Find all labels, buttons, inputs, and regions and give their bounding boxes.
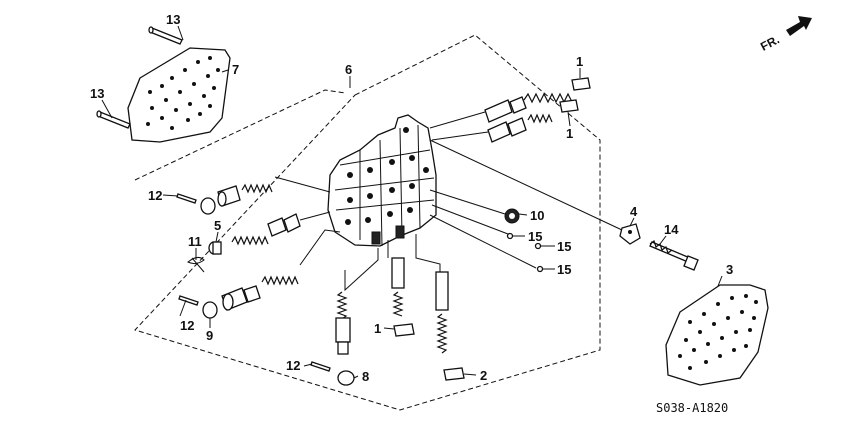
callout-1-upper-b: 1 bbox=[566, 126, 573, 141]
pin-13-upper bbox=[148, 26, 183, 45]
lower-spool-stack-left bbox=[335, 248, 379, 386]
callout-9: 9 bbox=[206, 328, 213, 343]
clip-1-b bbox=[559, 99, 579, 113]
callout-14: 14 bbox=[664, 222, 679, 237]
assembly-boundary bbox=[134, 34, 601, 411]
callout-10: 10 bbox=[530, 208, 544, 223]
drawing-code: S038-A1820 bbox=[656, 401, 728, 415]
clip-1-c bbox=[393, 323, 415, 337]
callout-12-lower: 12 bbox=[286, 358, 300, 373]
bracket-4 bbox=[619, 223, 641, 245]
washer-15-b bbox=[534, 242, 542, 250]
pin-13-lower bbox=[96, 110, 131, 129]
spool-upper-right-a bbox=[484, 92, 573, 123]
spring-pin-12-bottom bbox=[310, 361, 331, 372]
clip-2 bbox=[443, 367, 465, 381]
spool-left-lower bbox=[202, 275, 299, 319]
callout-3: 3 bbox=[726, 262, 733, 277]
callout-15-b: 15 bbox=[557, 239, 571, 254]
separator-plate-3 bbox=[665, 284, 769, 386]
spring-pin-12-upper bbox=[176, 193, 197, 204]
plug-5 bbox=[208, 241, 222, 255]
callout-1-upper-a: 1 bbox=[576, 54, 583, 69]
main-valve-body bbox=[327, 114, 437, 247]
callout-7: 7 bbox=[232, 62, 239, 77]
clip-1-a bbox=[571, 77, 591, 91]
lower-spool-stack-right bbox=[415, 234, 449, 354]
spring-pin-12-lower bbox=[178, 295, 199, 306]
callout-12-upper: 12 bbox=[148, 188, 162, 203]
washer-15-a bbox=[506, 232, 514, 240]
callout-12-middle: 12 bbox=[180, 318, 194, 333]
clip-11 bbox=[187, 256, 205, 273]
spool-left-middle bbox=[231, 213, 301, 246]
callout-6: 6 bbox=[345, 62, 352, 77]
washer-15-c bbox=[536, 265, 544, 273]
callout-2: 2 bbox=[480, 368, 487, 383]
lower-spool-stack-middle bbox=[387, 240, 405, 317]
callout-4: 4 bbox=[630, 204, 638, 219]
direction-label: FR. bbox=[758, 32, 782, 53]
spool-left-upper bbox=[200, 183, 273, 215]
callout-1-lower: 1 bbox=[374, 321, 381, 336]
callout-15-a: 15 bbox=[528, 229, 542, 244]
callout-8: 8 bbox=[362, 369, 369, 384]
callout-11: 11 bbox=[188, 234, 202, 249]
bolt-14 bbox=[649, 240, 699, 271]
front-direction-arrow-icon bbox=[786, 16, 812, 36]
leader-lines bbox=[101, 25, 723, 379]
callout-15-c: 15 bbox=[557, 262, 571, 277]
callout-13-upper: 13 bbox=[166, 12, 180, 27]
orifice-10 bbox=[504, 208, 520, 224]
callout-5: 5 bbox=[214, 218, 221, 233]
callout-13-lower: 13 bbox=[90, 86, 104, 101]
separator-plate-7 bbox=[127, 47, 231, 143]
spool-upper-right-b bbox=[487, 113, 553, 143]
